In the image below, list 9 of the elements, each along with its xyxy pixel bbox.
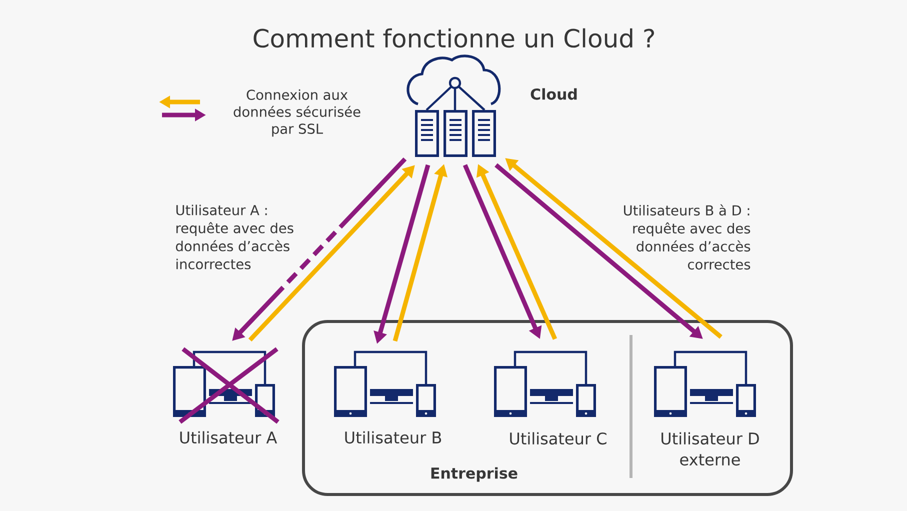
cloud-label: Cloud xyxy=(530,88,577,100)
legend-text: Connexion aux données sécurisée par SSL xyxy=(234,89,360,137)
title: Comment fonctionne un Cloud ? xyxy=(254,28,654,48)
device-label: Utilisateur B xyxy=(345,431,442,444)
device-label: Utilisateur A xyxy=(180,431,278,444)
note-text: Utilisateurs B à D : requête avec des données d’accès correctes xyxy=(624,204,750,270)
note-text: Utilisateur A : requête avec des données d’accès incorrectes xyxy=(176,204,294,270)
device-label: Utilisateur C xyxy=(510,432,606,445)
device-label: Utilisateur D externe xyxy=(662,432,759,466)
